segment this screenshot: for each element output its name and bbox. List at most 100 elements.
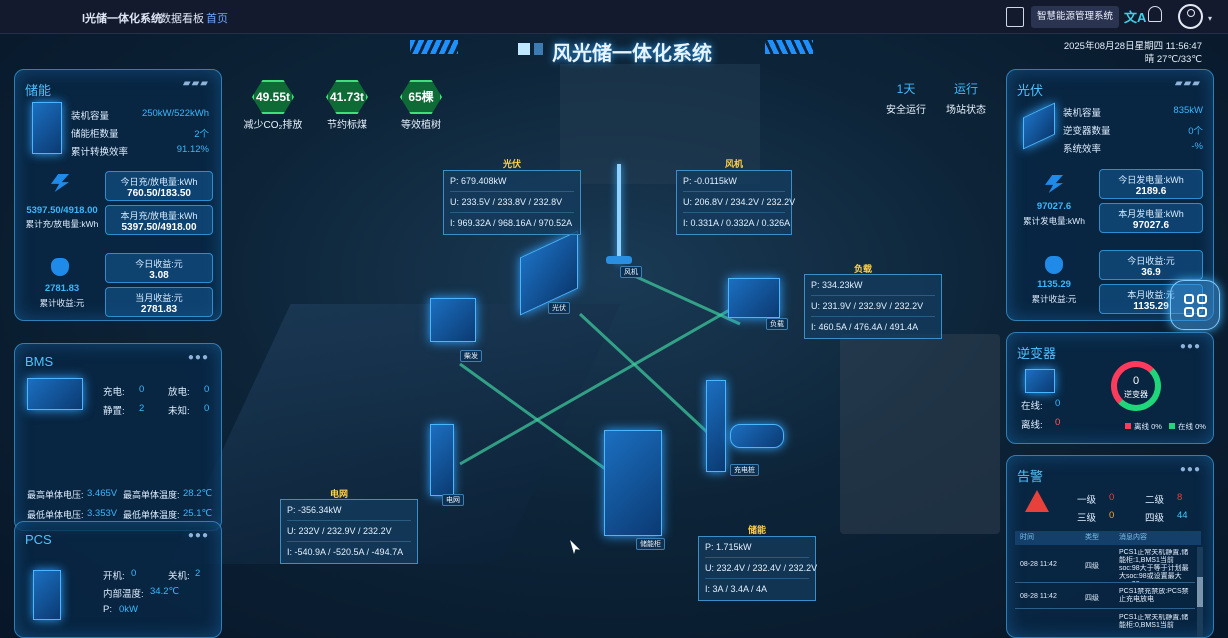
battery-cabinet-icon [32,102,62,154]
pv-today-gen-label: 今日发电量:kWh [1118,175,1184,185]
inverter-panel: 逆变器 ●●● 在线: 0 离线: 0 0 逆变器 离线 0% 在线 0% [1006,332,1214,444]
pv-total-gen-label: 累计发电量:kWh [1023,216,1085,226]
table-row[interactable]: 08-28 11:42 四级 PCS1禁充禁放:PCS禁止充电放电 [1015,585,1195,609]
pv-efficiency-value: -% [1191,141,1203,152]
row-message: PCS1禁充禁放:PCS禁止充电放电 [1119,588,1189,603]
alarm-l2-label: 二级 [1145,495,1165,506]
bms-min-temp-value: 25.1℃ [183,508,213,519]
wind-turbine-base [606,230,632,264]
pv-capacity-value: 835kW [1173,105,1203,116]
more-icon[interactable]: ●●● [187,530,209,541]
alarm-l3-label: 三级 [1077,513,1097,524]
storage-count-value: 2个 [194,129,209,140]
alarm-l4-value: 44 [1177,510,1188,521]
nav-dashboard[interactable]: 数据看板 [160,13,204,25]
load-tag: 负载 [766,318,788,330]
document-icon[interactable] [1006,7,1024,27]
storage-info-box: P: 1.715kW U: 232.4V / 232.4V / 232.2V I… [698,536,817,601]
bms-max-voltage-label: 最高单体电压: [27,490,84,500]
col-time: 时间 [1020,534,1034,541]
pv-info-title: 光伏 [502,159,521,169]
storage-capacity-value: 250kW/522kWh [141,108,209,119]
storage-efficiency-value: 91.12% [176,144,209,155]
translate-icon[interactable]: 文A [1124,10,1147,25]
storage-income-label: 累计收益:元 [39,298,85,308]
chevron-down-icon[interactable]: ▾ [1208,14,1213,23]
pcs-off-value: 2 [195,568,201,579]
bell-icon[interactable] [1148,6,1162,22]
charging-pile-icon[interactable] [706,380,726,472]
storage-panel-title: 储能 [25,83,52,98]
pcs-off-label: 关机: [168,571,190,582]
pv-income-label: 累计收益:元 [1031,294,1077,304]
title-stripes-left [410,40,458,54]
more-icon[interactable]: ●●● [1179,341,1201,352]
bms-idle-value: 2 [139,403,145,414]
storage-month-charge-value: 5397.50/4918.00 [121,222,197,233]
row-time: 08-28 11:42 [1020,593,1057,600]
wind-turbine-icon[interactable] [617,164,621,264]
more-icon[interactable]: ●●● [1179,464,1201,475]
user-avatar-icon[interactable] [1178,4,1203,29]
stat-coal: 41.73t 节约标煤 [316,80,378,131]
storage-today-charge-label: 今日充/放电量:kWh [120,177,198,187]
stat-trees: 65棵 等效植树 [390,80,452,131]
storage-month-charge-box: 本月充/放电量:kWh 5397.50/4918.00 [105,205,213,235]
title-block-icon [518,43,530,55]
top-bar: l光储一体化系统 数据看板 首页 智慧能源管理系统 文A ▾ [0,0,1228,34]
alarm-l2-value: 8 [1177,492,1183,503]
row-type: 四级 [1085,563,1099,570]
storage-capacity-label: 装机容量 [71,111,110,122]
pv-income-value: 1135.29 [1037,279,1071,290]
pv-efficiency-label: 系统效率 [1063,144,1102,155]
storage-month-income-value: 2781.83 [140,304,178,315]
pv-total-gen-value: 97027.6 [1036,201,1072,212]
load-voltage: U: 231.9V / 232.9V / 232.2V [811,296,935,317]
station-status: 运行 场站状态 [940,80,992,116]
bms-max-temp-value: 28.2℃ [183,488,213,499]
wind-voltage: U: 206.8V / 234.2V / 232.2V [683,192,795,213]
diesel-generator-icon[interactable] [430,298,476,342]
alarm-scrollbar-thumb[interactable] [1197,577,1203,607]
wind-info-box: P: -0.0115kW U: 206.8V / 234.2V / 232.2V… [676,170,795,235]
legend-offline-swatch [1125,423,1131,429]
storage-today-income-label: 今日收益:元 [135,259,183,269]
load-info-title: 负载 [853,264,872,274]
alarm-l4-label: 四级 [1145,513,1165,524]
charger-tag: 充电桩 [730,464,759,476]
datetime: 2025年08月28日星期四 11:56:47 [1063,41,1202,52]
app-grid-icon [1184,294,1194,304]
more-icon[interactable]: ●●● [187,352,209,363]
storage-power: P: 1.715kW [705,537,809,558]
bms-panel: BMS ●●● 充电: 0 放电: 0 静置: 2 未知: 0 最高单体电压: … [14,343,222,531]
row-message: PCS1正常关机静置,储能柜:1,BMS1当前soc:98大于等于计划最大soc… [1119,549,1189,582]
grid-voltage: U: 232V / 232.9V / 232.2V [287,521,411,542]
inverter-online-value: 0 [1055,398,1061,409]
grid-tower-icon[interactable] [430,424,454,496]
app-grid-button[interactable] [1170,280,1220,330]
pv-voltage: U: 233.5V / 233.8V / 232.8V [450,192,574,213]
grid-info-box: P: -356.34kW U: 232V / 232.9V / 232.2V I… [280,499,418,564]
alarm-scrollbar[interactable] [1197,547,1203,637]
brand-title: l光储一体化系统 [82,13,163,25]
inverter-ring-label: 逆变器 [1124,390,1148,399]
solar-panel-small-icon [1023,102,1055,150]
storage-cabinet-icon[interactable] [604,430,662,536]
storage-tag: 储能柜 [636,538,665,550]
pcs-on-label: 开机: [103,571,125,582]
storage-count-label: 储能柜数量 [71,129,119,140]
alarm-panel-title: 告警 [1017,469,1044,484]
diesel-tag: 柴发 [460,350,482,362]
pv-today-income-label: 今日收益:元 [1127,256,1175,266]
table-row[interactable]: 08-28 11:42 四级 PCS1正常关机静置,储能柜:1,BMS1当前so… [1015,547,1195,583]
system-select-button[interactable]: 智慧能源管理系统 [1031,6,1119,28]
table-row[interactable]: PCS1正常关机静置,储能柜:0,BMS1当前 [1015,611,1195,637]
load-house-icon[interactable] [728,278,780,318]
bms-min-temp-label: 最低单体温度: [123,510,180,520]
nav-home[interactable]: 首页 [206,13,228,25]
bms-discharge-value: 0 [204,384,210,395]
pv-power: P: 679.408kW [450,171,574,192]
storage-info-title: 储能 [747,525,766,535]
storage-current: I: 3A / 3.4A / 4A [705,584,768,594]
pv-month-gen-box: 本月发电量:kWh 97027.6 [1099,203,1203,233]
